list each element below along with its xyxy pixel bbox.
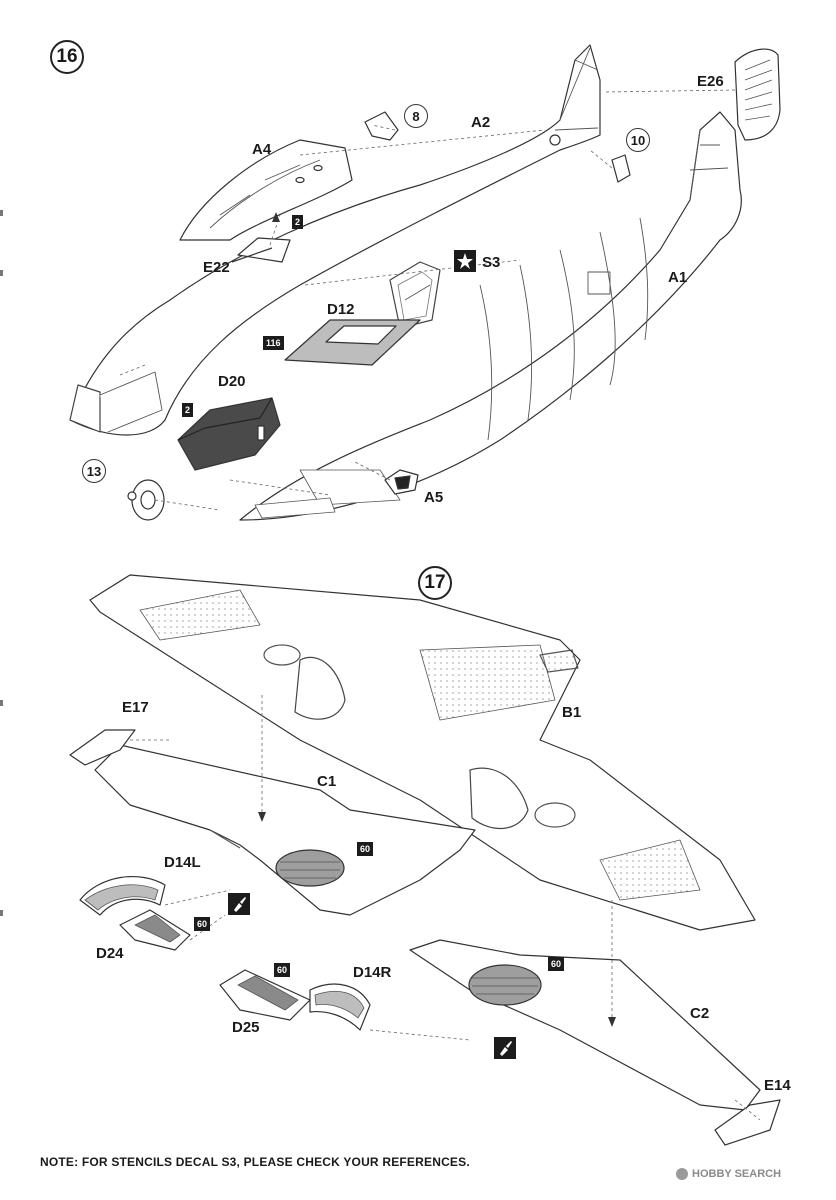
wing-c2 xyxy=(409,939,761,1111)
paint-code-d25: 60 xyxy=(274,963,291,977)
part-e14 xyxy=(714,1099,781,1146)
part-label-d20: D20 xyxy=(218,373,246,390)
part-label-e14: E14 xyxy=(764,1077,791,1094)
part-label-e22: E22 xyxy=(203,259,230,276)
paint-code-d12: 116 xyxy=(263,336,284,350)
part-label-d12: D12 xyxy=(327,301,355,318)
part-label-a5: A5 xyxy=(424,489,444,506)
part-label-a2: A2 xyxy=(471,114,491,131)
part-label-d14l: D14L xyxy=(164,854,201,871)
part-label-e26: E26 xyxy=(697,73,724,90)
part-label-d14r: D14R xyxy=(353,964,392,981)
part-e26 xyxy=(734,48,781,141)
watermark: HOBBY SEARCH xyxy=(676,1168,782,1181)
stencil-note: NOTE: FOR STENCILS DECAL S3, PLEASE CHEC… xyxy=(40,1155,470,1169)
brush-paint-icon xyxy=(494,1037,516,1059)
paint-code-c1: 60 xyxy=(357,842,374,856)
decal-label-s3: S3 xyxy=(482,254,501,271)
part-8 xyxy=(364,111,399,141)
fuselage-a1 xyxy=(239,111,742,521)
part-label-a4: A4 xyxy=(252,141,272,158)
callout-10: 10 xyxy=(626,128,650,152)
paint-code-d24: 60 xyxy=(194,917,211,931)
watermark-logo-icon xyxy=(676,1168,688,1181)
step-number-16: 16 xyxy=(50,40,84,74)
part-10 xyxy=(611,154,631,183)
part-label-c1: C1 xyxy=(317,773,337,790)
part-e22 xyxy=(237,237,291,263)
paint-code-e22: 2 xyxy=(292,215,304,229)
part-label-d24: D24 xyxy=(96,945,124,962)
step-number-17: 17 xyxy=(418,566,452,600)
watermark-text: HOBBY SEARCH xyxy=(692,1168,782,1180)
part-label-e17: E17 xyxy=(122,699,149,716)
part-label-b1: B1 xyxy=(562,704,582,721)
brush-paint-icon xyxy=(228,893,250,915)
callout-8: 8 xyxy=(404,104,428,128)
paint-code-d20: 2 xyxy=(182,403,194,417)
wing-b1 xyxy=(89,574,756,931)
callout-13: 13 xyxy=(82,459,106,483)
part-a4 xyxy=(179,139,353,241)
part-d20 xyxy=(177,397,281,471)
star-decal-icon xyxy=(454,250,476,272)
part-label-a1: A1 xyxy=(668,269,688,286)
paint-code-c2: 60 xyxy=(548,957,565,971)
part-label-d25: D25 xyxy=(232,1019,260,1036)
part-e17 xyxy=(69,729,136,766)
fuselage-a2 xyxy=(69,44,601,436)
part-label-c2: C2 xyxy=(690,1005,710,1022)
